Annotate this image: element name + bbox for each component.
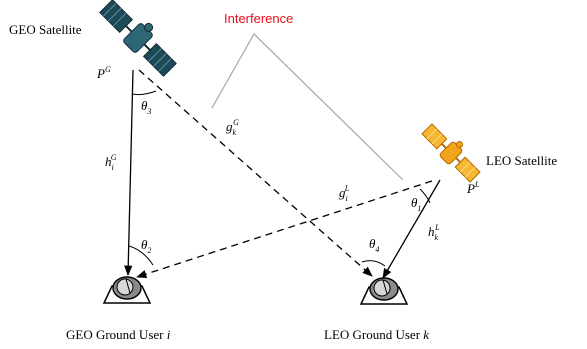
theta-1-sub: 1 — [417, 204, 421, 213]
g-k-g-label: gkG — [226, 118, 239, 137]
theta-4-sub: 4 — [375, 245, 379, 254]
theta-1-base: θ — [411, 195, 418, 210]
h-k-l-base: h — [428, 224, 435, 239]
theta-4-label: θ4 — [369, 236, 379, 254]
h-k-l-sup: L — [434, 223, 440, 232]
h-k-l-sub: k — [435, 233, 439, 242]
theta-2-base: θ — [141, 237, 148, 252]
g-k-g-sup: G — [233, 118, 239, 127]
geo-ground-user-prefix: GEO Ground User — [66, 327, 167, 342]
leo-ground-user-index: k — [423, 327, 429, 342]
leo-interference-link — [136, 180, 433, 279]
h-i-g-label: hiG — [105, 153, 117, 172]
theta-2-label: θ2 — [141, 237, 151, 255]
theta-3-base: θ — [141, 98, 148, 113]
g-k-g-sub: k — [233, 128, 237, 137]
g-i-l-sub: i — [346, 194, 348, 203]
geo-power-base: P — [96, 66, 105, 81]
geo-ground-user-icon — [102, 276, 152, 304]
geo-desired-link — [124, 69, 134, 277]
theta-3-label: θ3 — [141, 98, 151, 116]
leo-satellite-label: LEO Satellite — [486, 153, 557, 168]
geo-ground-user-index: i — [167, 327, 171, 342]
g-i-l-label: giL — [339, 184, 350, 203]
geo-satellite-label: GEO Satellite — [9, 22, 82, 37]
h-i-g-base: h — [105, 154, 112, 169]
g-k-g-base: g — [226, 119, 233, 134]
theta-2-sub: 2 — [147, 246, 151, 255]
interference-label: Interference — [224, 11, 293, 26]
geo-ground-user-label: GEO Ground User i — [66, 327, 171, 342]
geo-power-symbol: PG — [96, 65, 111, 81]
leo-power-sup: L — [474, 180, 480, 189]
g-i-l-base: g — [339, 185, 346, 200]
h-k-l-label: hkL — [428, 223, 440, 242]
leo-desired-link — [382, 179, 441, 279]
h-i-g-sup: G — [111, 153, 117, 162]
g-i-l-sup: L — [344, 184, 350, 193]
leo-power-base: P — [466, 181, 475, 196]
theta-3-sub: 3 — [146, 107, 151, 116]
leo-power-symbol: PL — [466, 180, 480, 196]
geo-interference-link — [138, 69, 373, 277]
geo-satellite-icon — [99, 0, 177, 77]
leo-satellite-icon — [421, 123, 481, 183]
leo-ground-user-label: LEO Ground User k — [324, 327, 429, 342]
h-i-g-sub: i — [112, 163, 114, 172]
geo-power-sup: G — [105, 65, 111, 74]
angle-arcs — [128, 90, 431, 267]
leo-ground-user-icon — [359, 277, 409, 305]
theta-1-label: θ1 — [411, 195, 421, 213]
theta-4-base: θ — [369, 236, 376, 251]
leo-ground-user-prefix: LEO Ground User — [324, 327, 423, 342]
interference-pointer-lines — [211, 33, 404, 181]
